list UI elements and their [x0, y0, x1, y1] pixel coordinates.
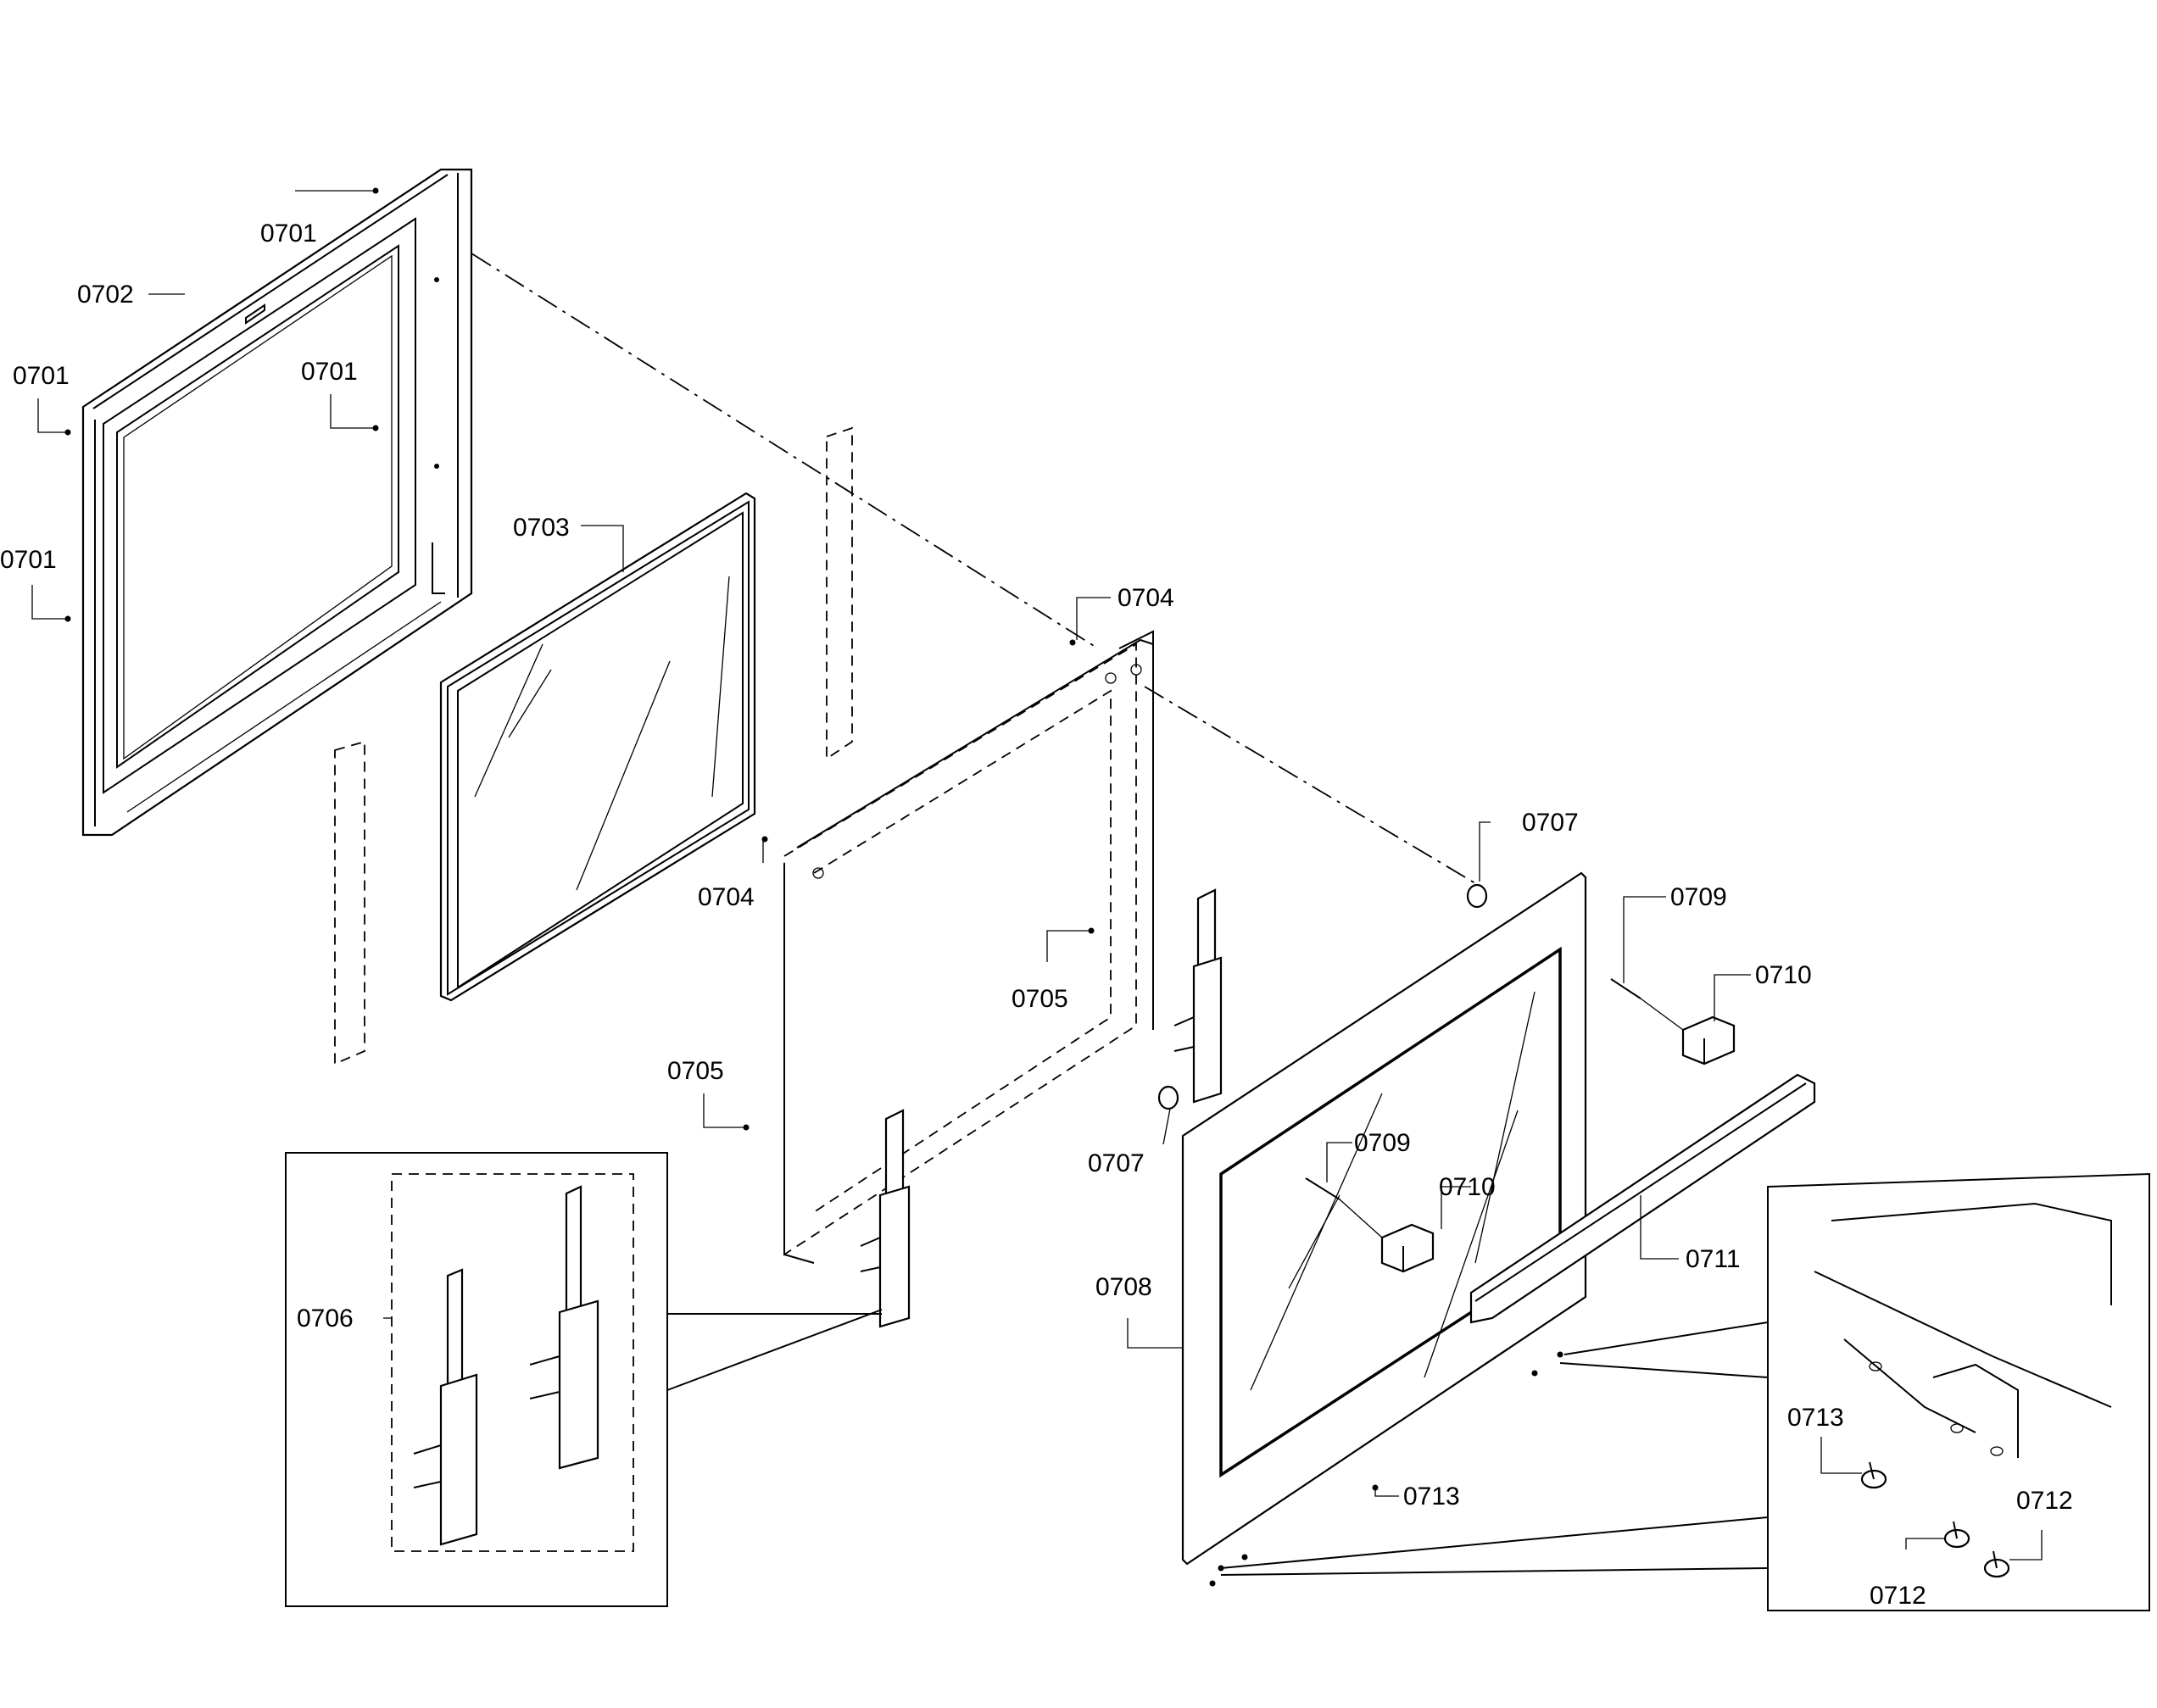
screw-0712-a — [1943, 1521, 1970, 1549]
screw-0713 — [1860, 1461, 1887, 1489]
glass-panel — [439, 492, 756, 1002]
label-0701-inner: 0701 — [301, 358, 358, 386]
label-0710-upper: 0710 — [1755, 961, 1812, 989]
handle-bracket-upper — [1681, 1015, 1736, 1065]
label-0701-left-upper: 0701 — [13, 362, 70, 390]
door-hinge-left — [860, 1109, 911, 1328]
label-0713-inset: 0713 — [1787, 1404, 1844, 1432]
label-0704-left: 0704 — [698, 883, 755, 911]
front-door-panel — [1181, 871, 1587, 1566]
mounting-pins — [1305, 978, 1684, 1238]
screw-0712-b — [1983, 1550, 2010, 1578]
inner-door-frame — [783, 630, 1154, 1264]
label-0704-top: 0704 — [1118, 584, 1174, 612]
label-0709-upper: 0709 — [1670, 883, 1727, 911]
label-0707-bottom: 0707 — [1088, 1149, 1145, 1177]
label-0703: 0703 — [513, 514, 570, 542]
label-0707-top: 0707 — [1522, 809, 1579, 837]
label-0710-lower: 0710 — [1439, 1173, 1496, 1201]
spacer-bottom — [1157, 1085, 1179, 1110]
leader-lines — [31, 190, 2043, 1561]
label-0705-left: 0705 — [667, 1057, 724, 1085]
part-labels: 0701 0702 0701 0701 0701 0703 0704 0704 … — [0, 220, 2073, 1610]
label-0709-lower: 0709 — [1354, 1129, 1411, 1157]
label-0708: 0708 — [1095, 1273, 1152, 1301]
outer-door-frame — [81, 168, 473, 837]
label-0701-left-lower: 0701 — [0, 546, 57, 574]
door-handle — [1469, 1073, 1816, 1324]
label-0712-right: 0712 — [2016, 1487, 2073, 1515]
fastener-detail-inset — [1220, 1172, 2150, 1611]
label-0706: 0706 — [297, 1305, 354, 1332]
spacer-top — [1466, 883, 1488, 909]
label-0713-door: 0713 — [1403, 1483, 1460, 1510]
label-0701-top: 0701 — [260, 220, 317, 248]
handle-bracket-lower — [1380, 1223, 1435, 1273]
label-0712-bottom: 0712 — [1870, 1582, 1926, 1610]
assembly-axis-lines — [438, 232, 1480, 887]
label-0705-right: 0705 — [1012, 985, 1068, 1013]
fastener-dots — [64, 187, 1563, 1587]
label-0702: 0702 — [77, 281, 134, 309]
door-hinge-right — [1173, 888, 1223, 1104]
hinge-brackets-dashed — [334, 426, 853, 1065]
label-0711: 0711 — [1686, 1245, 1741, 1273]
hinge-detail-inset — [285, 1152, 883, 1607]
